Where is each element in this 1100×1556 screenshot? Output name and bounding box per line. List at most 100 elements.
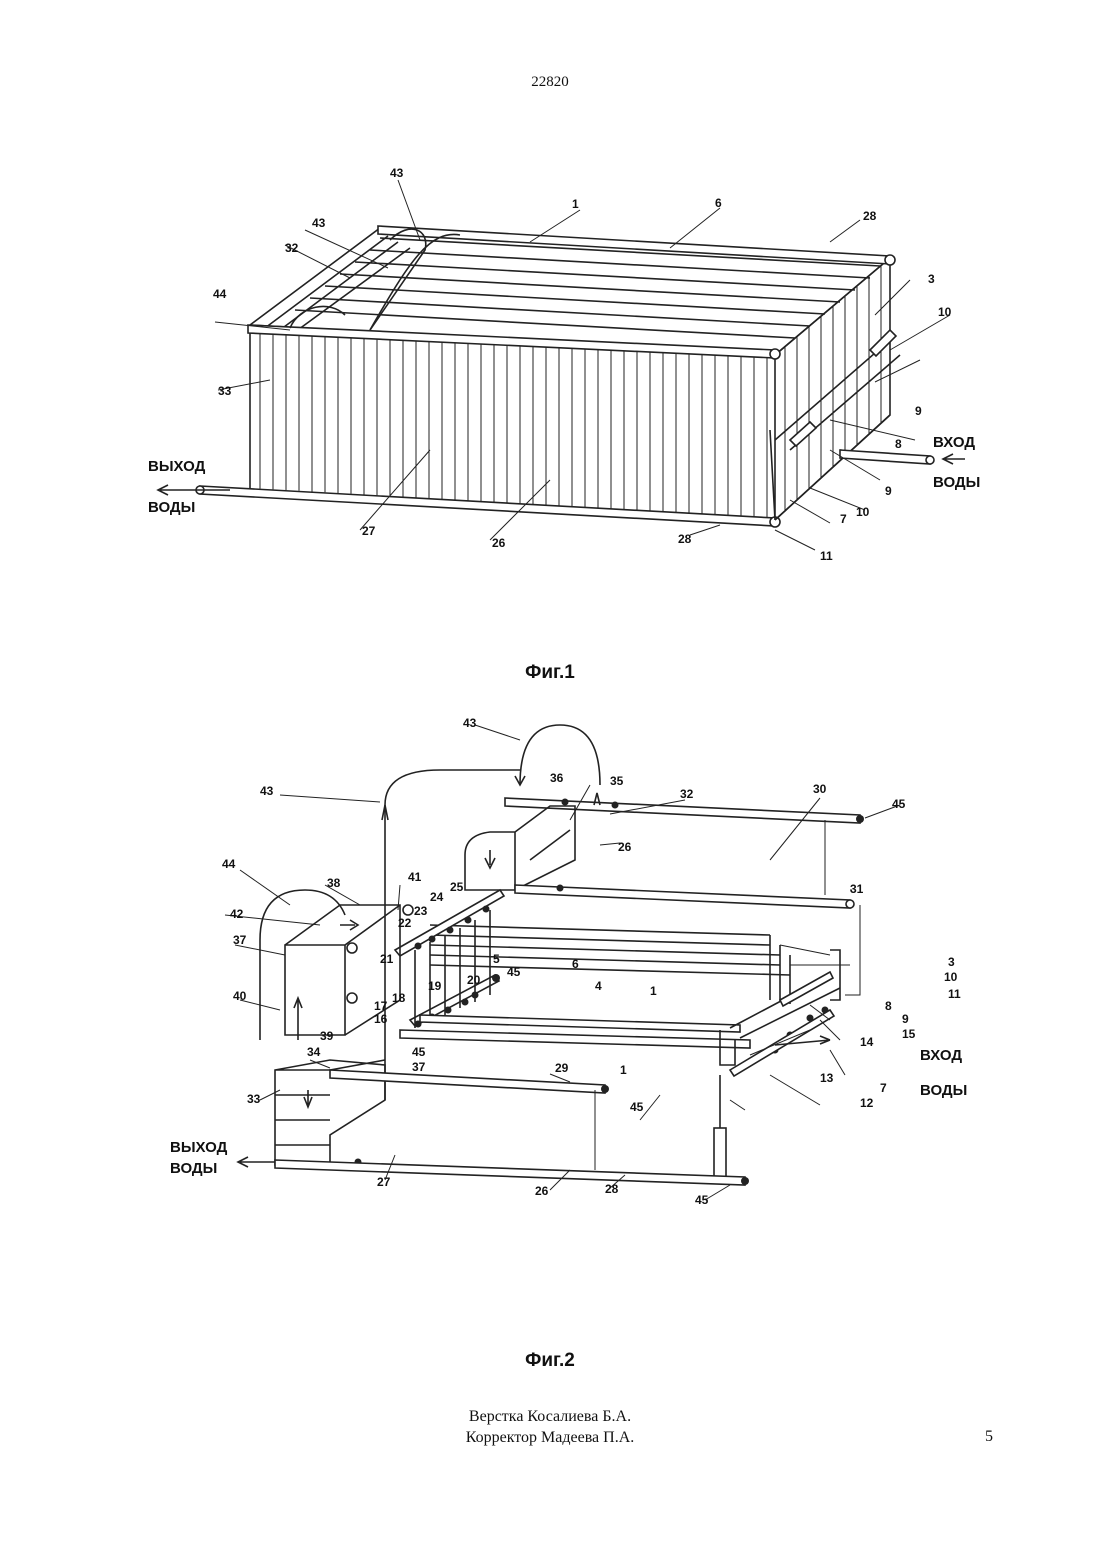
label-18: 18 bbox=[392, 991, 406, 1005]
label-43: 43 bbox=[260, 784, 274, 798]
connection-dot bbox=[557, 885, 564, 892]
pipe-end bbox=[403, 905, 413, 915]
label-43: 43 bbox=[390, 166, 404, 180]
label-28: 28 bbox=[863, 209, 877, 223]
page-number: 5 bbox=[985, 1428, 993, 1446]
inlet-label: ВОДЫ bbox=[920, 1082, 967, 1099]
label-1: 1 bbox=[620, 1063, 627, 1077]
outlet-label: ВЫХОД bbox=[148, 458, 206, 475]
panel-tubes bbox=[430, 925, 790, 975]
manifold-15 bbox=[780, 972, 833, 1006]
label-11: 11 bbox=[820, 549, 833, 563]
figure-1-caption: Фиг.1 bbox=[0, 662, 1100, 684]
label-10: 10 bbox=[938, 305, 952, 319]
label-27: 27 bbox=[362, 524, 376, 538]
label-41: 41 bbox=[408, 870, 422, 884]
inlet-stub-10 bbox=[790, 422, 816, 446]
pipe-end bbox=[926, 456, 934, 464]
label-17: 17 bbox=[374, 999, 388, 1013]
label-14: 14 bbox=[860, 1035, 874, 1049]
drop-stub bbox=[714, 1128, 726, 1180]
label-5: 5 bbox=[493, 952, 500, 966]
label-32: 32 bbox=[680, 787, 694, 801]
label-36: 36 bbox=[550, 771, 564, 785]
connection-dot bbox=[562, 799, 569, 806]
label-34: 34 bbox=[307, 1045, 321, 1059]
collector-1 bbox=[400, 1030, 750, 1048]
leader-lines bbox=[225, 725, 900, 1200]
label-13: 13 bbox=[820, 1071, 834, 1085]
figure-2: 43 43 36 35 32 30 45 26 44 38 41 24 25 3… bbox=[130, 710, 990, 1220]
inlet-arrow bbox=[943, 454, 965, 464]
inlet-label: ВОДЫ bbox=[933, 474, 980, 491]
label-28: 28 bbox=[605, 1182, 619, 1196]
label-23: 23 bbox=[414, 904, 428, 918]
label-43: 43 bbox=[312, 216, 326, 230]
label-39: 39 bbox=[320, 1029, 334, 1043]
label-26: 26 bbox=[492, 536, 506, 550]
outlet-arrow bbox=[238, 1157, 275, 1167]
label-15: 15 bbox=[902, 1027, 916, 1041]
cross-tube-44 bbox=[260, 890, 345, 1040]
label-24: 24 bbox=[430, 890, 444, 904]
label-37: 37 bbox=[412, 1060, 426, 1074]
document-number: 22820 bbox=[0, 74, 1100, 91]
connection-dot bbox=[483, 906, 490, 913]
connection-dot bbox=[612, 802, 619, 809]
inlet-label: ВХОД bbox=[933, 434, 975, 451]
label-35: 35 bbox=[610, 774, 624, 788]
credits-corrector: Корректор Мадеева П.А. bbox=[0, 1427, 1100, 1448]
figure-1-drawing: 43 43 1 6 28 32 44 3 10 33 9 8 9 10 7 11… bbox=[130, 150, 990, 620]
pipe-end bbox=[770, 349, 780, 359]
label-45: 45 bbox=[892, 797, 906, 811]
label-8: 8 bbox=[885, 999, 892, 1013]
label-33: 33 bbox=[247, 1092, 261, 1106]
outlet-label: ВОДЫ bbox=[148, 499, 195, 516]
label-30: 30 bbox=[813, 782, 827, 796]
top-collector bbox=[248, 325, 775, 358]
pipe-end bbox=[347, 943, 357, 953]
label-29: 29 bbox=[555, 1061, 569, 1075]
label-38: 38 bbox=[327, 876, 341, 890]
label-19: 19 bbox=[428, 979, 442, 993]
label-16: 16 bbox=[374, 1012, 388, 1026]
label-6: 6 bbox=[572, 957, 579, 971]
collector-31 bbox=[515, 885, 850, 908]
label-44: 44 bbox=[213, 287, 227, 301]
pipe-end bbox=[846, 900, 854, 908]
plug-45 bbox=[741, 1177, 749, 1185]
connection-dot bbox=[429, 936, 436, 943]
connection-dots bbox=[355, 799, 829, 1166]
label-20: 20 bbox=[467, 973, 481, 987]
pipe-end bbox=[347, 993, 357, 1003]
label-43: 43 bbox=[463, 716, 477, 730]
label-27: 27 bbox=[377, 1175, 391, 1189]
label-11: 11 bbox=[948, 987, 961, 1001]
inlet-label: ВХОД bbox=[920, 1047, 962, 1064]
label-3: 3 bbox=[928, 272, 935, 286]
outlet-label: ВЫХОД bbox=[170, 1139, 228, 1156]
collector-4 bbox=[420, 1015, 740, 1032]
label-6: 6 bbox=[715, 196, 722, 210]
label-32: 32 bbox=[285, 241, 299, 255]
connection-dot bbox=[415, 943, 422, 950]
collector-28 bbox=[275, 1160, 745, 1185]
label-3: 3 bbox=[948, 955, 955, 969]
label-45: 45 bbox=[412, 1045, 426, 1059]
front-vertical-tubes bbox=[260, 333, 767, 517]
header-32 bbox=[505, 798, 860, 823]
label-40: 40 bbox=[233, 989, 247, 1003]
label-9: 9 bbox=[902, 1012, 909, 1026]
label-25: 25 bbox=[450, 880, 464, 894]
label-33: 33 bbox=[218, 384, 232, 398]
outlet-label: ВОДЫ bbox=[170, 1160, 217, 1177]
label-4: 4 bbox=[595, 979, 602, 993]
credits-layout: Верстка Косалиева Б.А. bbox=[0, 1406, 1100, 1427]
label-26: 26 bbox=[618, 840, 632, 854]
credits: Верстка Косалиева Б.А. Корректор Мадеева… bbox=[0, 1406, 1100, 1448]
label-28: 28 bbox=[678, 532, 692, 546]
front-panel bbox=[250, 330, 775, 520]
label-10: 10 bbox=[944, 970, 958, 984]
label-21: 21 bbox=[380, 952, 394, 966]
label-22: 22 bbox=[398, 916, 412, 930]
